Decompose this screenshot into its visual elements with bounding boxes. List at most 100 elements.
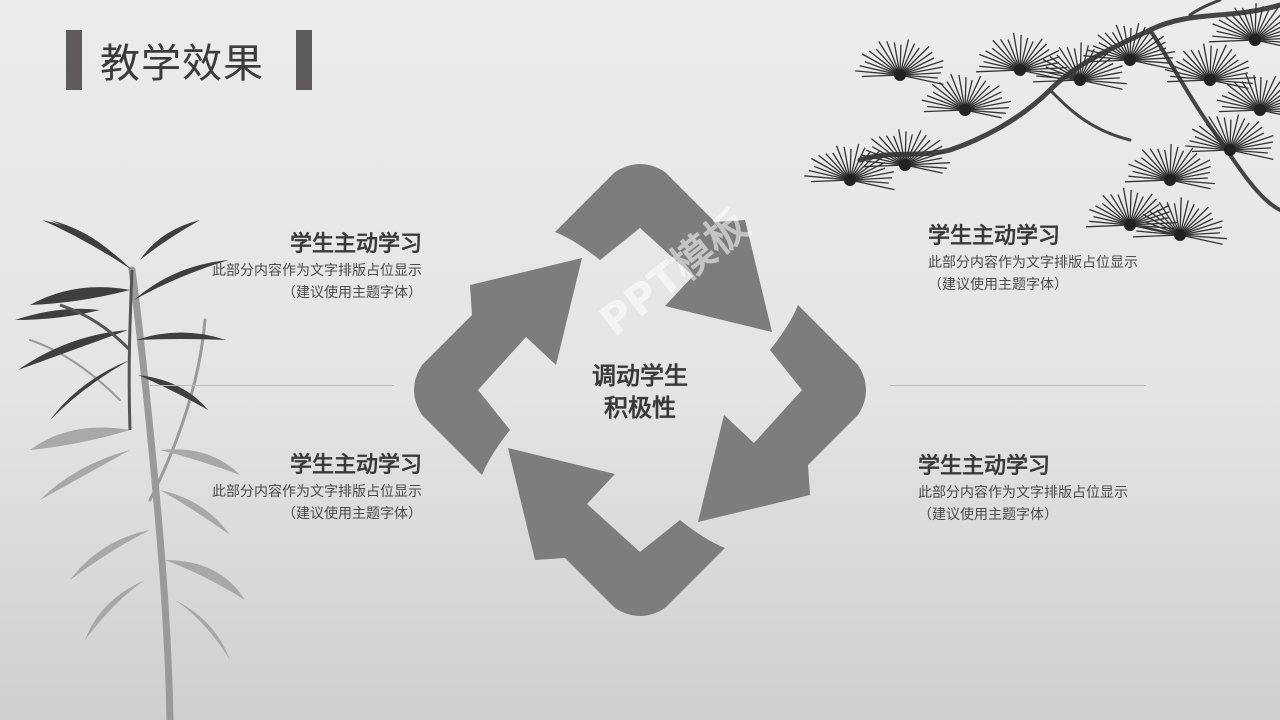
pine-needle bbox=[904, 139, 941, 166]
center-label-line2: 积极性 bbox=[604, 394, 676, 422]
text-block-bottom-right: 学生主动学习 此部分内容作为文字排版占位显示 （建议使用主题字体） bbox=[918, 452, 1178, 526]
pine-needle bbox=[1104, 32, 1131, 61]
pine-needle bbox=[1170, 64, 1211, 81]
block-heading: 学生主动学习 bbox=[928, 224, 1061, 249]
pine-needle bbox=[1019, 43, 1047, 71]
pine-needle bbox=[1254, 39, 1280, 47]
pine-needle bbox=[939, 81, 966, 111]
pine-needle bbox=[1229, 149, 1268, 154]
pine-needle bbox=[1179, 226, 1223, 236]
pine-needle bbox=[1149, 148, 1171, 181]
pine-needle bbox=[1140, 225, 1181, 236]
pine-needle bbox=[899, 59, 944, 76]
pine-needle bbox=[1125, 179, 1171, 183]
block-description: 此部分内容作为文字排版占位显示 bbox=[928, 255, 1138, 271]
pine-needle bbox=[1158, 201, 1181, 236]
pine-needle bbox=[1229, 114, 1240, 151]
pine-needle bbox=[1129, 193, 1153, 226]
pine-needle bbox=[1058, 46, 1081, 81]
pine-needle bbox=[1040, 70, 1081, 81]
pine-needle bbox=[1036, 75, 1081, 81]
pine-needle bbox=[899, 74, 938, 79]
pine-needle bbox=[1110, 193, 1131, 226]
pine-needle bbox=[1254, 34, 1280, 41]
pine-needle bbox=[863, 164, 906, 168]
pine-needle bbox=[899, 72, 941, 76]
pine-needle bbox=[849, 177, 892, 181]
pine-needle bbox=[992, 39, 1021, 71]
pine-needle bbox=[849, 179, 889, 184]
pine-needle bbox=[1219, 109, 1261, 113]
pine-needle bbox=[1179, 217, 1214, 236]
pine-needle bbox=[1122, 187, 1131, 226]
pine-needle bbox=[1079, 71, 1123, 81]
block-note: （建议使用主题字体） bbox=[282, 506, 422, 522]
pine-needle bbox=[1209, 79, 1253, 85]
text-block-bottom-left: 学生主动学习 此部分内容作为文字排版占位显示 （建议使用主题字体） bbox=[162, 451, 422, 525]
block-heading: 学生主动学习 bbox=[918, 454, 1051, 479]
pine-needle bbox=[1169, 159, 1211, 181]
pine-needle bbox=[1169, 158, 1201, 181]
pine-needle bbox=[1189, 140, 1231, 151]
block-note: （建议使用主题字体） bbox=[928, 277, 1068, 293]
pine-needle bbox=[1129, 59, 1176, 71]
pine-needle bbox=[1209, 39, 1256, 43]
pine-needle bbox=[1115, 24, 1131, 61]
pine-needle bbox=[1254, 6, 1279, 41]
pine-needle bbox=[904, 157, 943, 166]
block-heading: 学生主动学习 bbox=[289, 453, 422, 478]
pine-needle bbox=[1095, 205, 1131, 226]
pine-needle bbox=[1129, 22, 1140, 61]
text-block-top-left: 学生主动学习 此部分内容作为文字排版占位显示 （建议使用主题字体） bbox=[162, 230, 422, 304]
arrow-top bbox=[555, 164, 772, 332]
pine-needle bbox=[1097, 34, 1131, 61]
pine-needle bbox=[1234, 81, 1261, 111]
pine-needle bbox=[860, 154, 906, 166]
pine-needle bbox=[1086, 224, 1131, 228]
pine-needle bbox=[904, 130, 922, 166]
pine-needle bbox=[1198, 125, 1231, 151]
center-label: 调动学生 积极性 bbox=[560, 360, 720, 424]
pine-needle bbox=[1259, 108, 1280, 111]
pine-needle bbox=[835, 145, 851, 181]
pine-needle bbox=[1259, 109, 1280, 113]
pine-needle bbox=[1191, 128, 1231, 151]
pine-needle bbox=[813, 165, 851, 181]
pine-needle bbox=[1209, 79, 1249, 90]
pine-needle bbox=[855, 70, 901, 76]
pine-needle bbox=[1227, 91, 1261, 111]
pine-needle bbox=[1019, 38, 1043, 71]
pine-needle bbox=[1079, 79, 1127, 85]
pine-needle bbox=[1134, 159, 1171, 181]
pine-needle bbox=[898, 129, 906, 166]
pine-needle bbox=[1129, 35, 1165, 61]
pine-needle bbox=[1229, 147, 1271, 151]
pine-needle bbox=[1169, 165, 1211, 181]
pine-needle bbox=[1216, 116, 1231, 151]
pine-needle bbox=[950, 73, 966, 111]
pine-needle bbox=[861, 53, 901, 76]
pine-needle bbox=[1209, 49, 1233, 81]
pine-needle bbox=[976, 69, 1021, 73]
pine-needle bbox=[1179, 212, 1212, 236]
pine-needle bbox=[1259, 75, 1277, 111]
pine-needle bbox=[864, 60, 901, 76]
pine-needle bbox=[1216, 30, 1256, 41]
title-bar-right bbox=[296, 30, 312, 90]
pine-needle bbox=[1129, 224, 1170, 235]
pine-needle bbox=[1202, 43, 1211, 81]
divider-left bbox=[150, 385, 394, 386]
pine-needle bbox=[904, 134, 927, 166]
pine-needle bbox=[1089, 59, 1131, 63]
pine-needle bbox=[1087, 49, 1131, 61]
pine-needle bbox=[1176, 60, 1211, 81]
pine-needle bbox=[804, 175, 851, 181]
pine-needle bbox=[1079, 51, 1109, 81]
pine-needle bbox=[983, 60, 1021, 71]
pine-needle bbox=[1212, 35, 1256, 41]
pine-needle bbox=[1129, 50, 1175, 61]
pine-needle bbox=[1254, 39, 1280, 43]
pine-needle bbox=[899, 57, 935, 76]
pine-needle bbox=[1179, 232, 1220, 236]
